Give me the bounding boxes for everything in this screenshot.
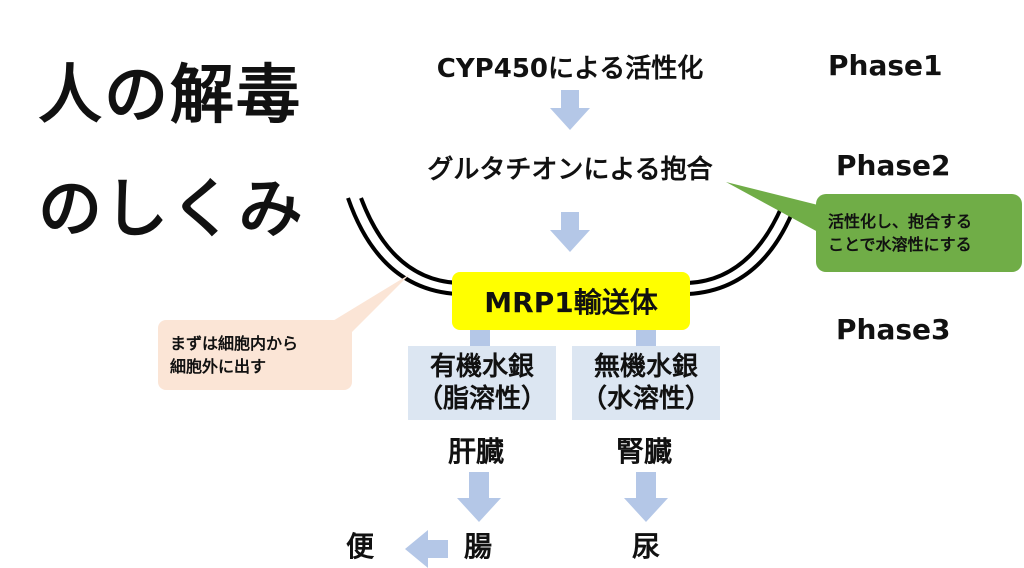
step-glutathione-conjugation: グルタチオンによる抱合 (427, 155, 713, 185)
phase-1-label: Phase1 (828, 49, 943, 82)
organic-mercury-box: 有機水銀 （脂溶性） (408, 346, 556, 420)
urine-label: 尿 (632, 530, 661, 563)
green-callout-tail (726, 182, 818, 232)
green-callout-line-1: 活性化し、抱合する (828, 211, 973, 231)
arrow-down-kidney (624, 472, 668, 522)
connector-inorganic (636, 330, 656, 346)
mrp1-transporter-label: MRP1輸送体 (484, 286, 658, 319)
title-line-1: 人の解毒 (38, 59, 302, 133)
organic-mercury-note: （脂溶性） (416, 384, 547, 414)
arrow-down-liver (457, 472, 501, 522)
intestine-label: 腸 (464, 530, 493, 563)
peach-callout: まずは細胞内から 細胞外に出す (158, 320, 352, 390)
title-line-2: のしくみ (38, 173, 305, 247)
green-callout: 活性化し、抱合する ことで水溶性にする (816, 194, 1022, 272)
connector-organic (470, 330, 490, 346)
cell-membrane-inner (359, 197, 459, 285)
cell-membrane-outer (346, 197, 459, 296)
arrow-left-feces (405, 530, 448, 568)
peach-callout-line-1: まずは細胞内から (170, 333, 299, 353)
mrp1-transporter: MRP1輸送体 (452, 272, 690, 330)
peach-callout-line-2: 細胞外に出す (170, 357, 267, 376)
liver-label: 肝臓 (448, 435, 505, 468)
inorganic-mercury-label: 無機水銀 (593, 351, 698, 382)
inorganic-mercury-note: （水溶性） (580, 384, 711, 414)
phase-2-label: Phase2 (836, 149, 951, 182)
arrow-down-1 (550, 90, 590, 130)
phase-3-label: Phase3 (836, 313, 951, 346)
arrow-down-2 (550, 212, 590, 252)
inorganic-mercury-box: 無機水銀 （水溶性） (572, 346, 720, 420)
organic-mercury-label: 有機水銀 (429, 351, 534, 382)
cell-membrane-inner-right (687, 205, 784, 285)
cell-membrane-outer-right (687, 205, 797, 296)
feces-label: 便 (346, 530, 375, 563)
kidney-label: 腎臓 (616, 435, 673, 468)
step-cyp-activation: CYP450による活性化 (436, 54, 704, 84)
green-callout-line-2: ことで水溶性にする (828, 235, 972, 254)
